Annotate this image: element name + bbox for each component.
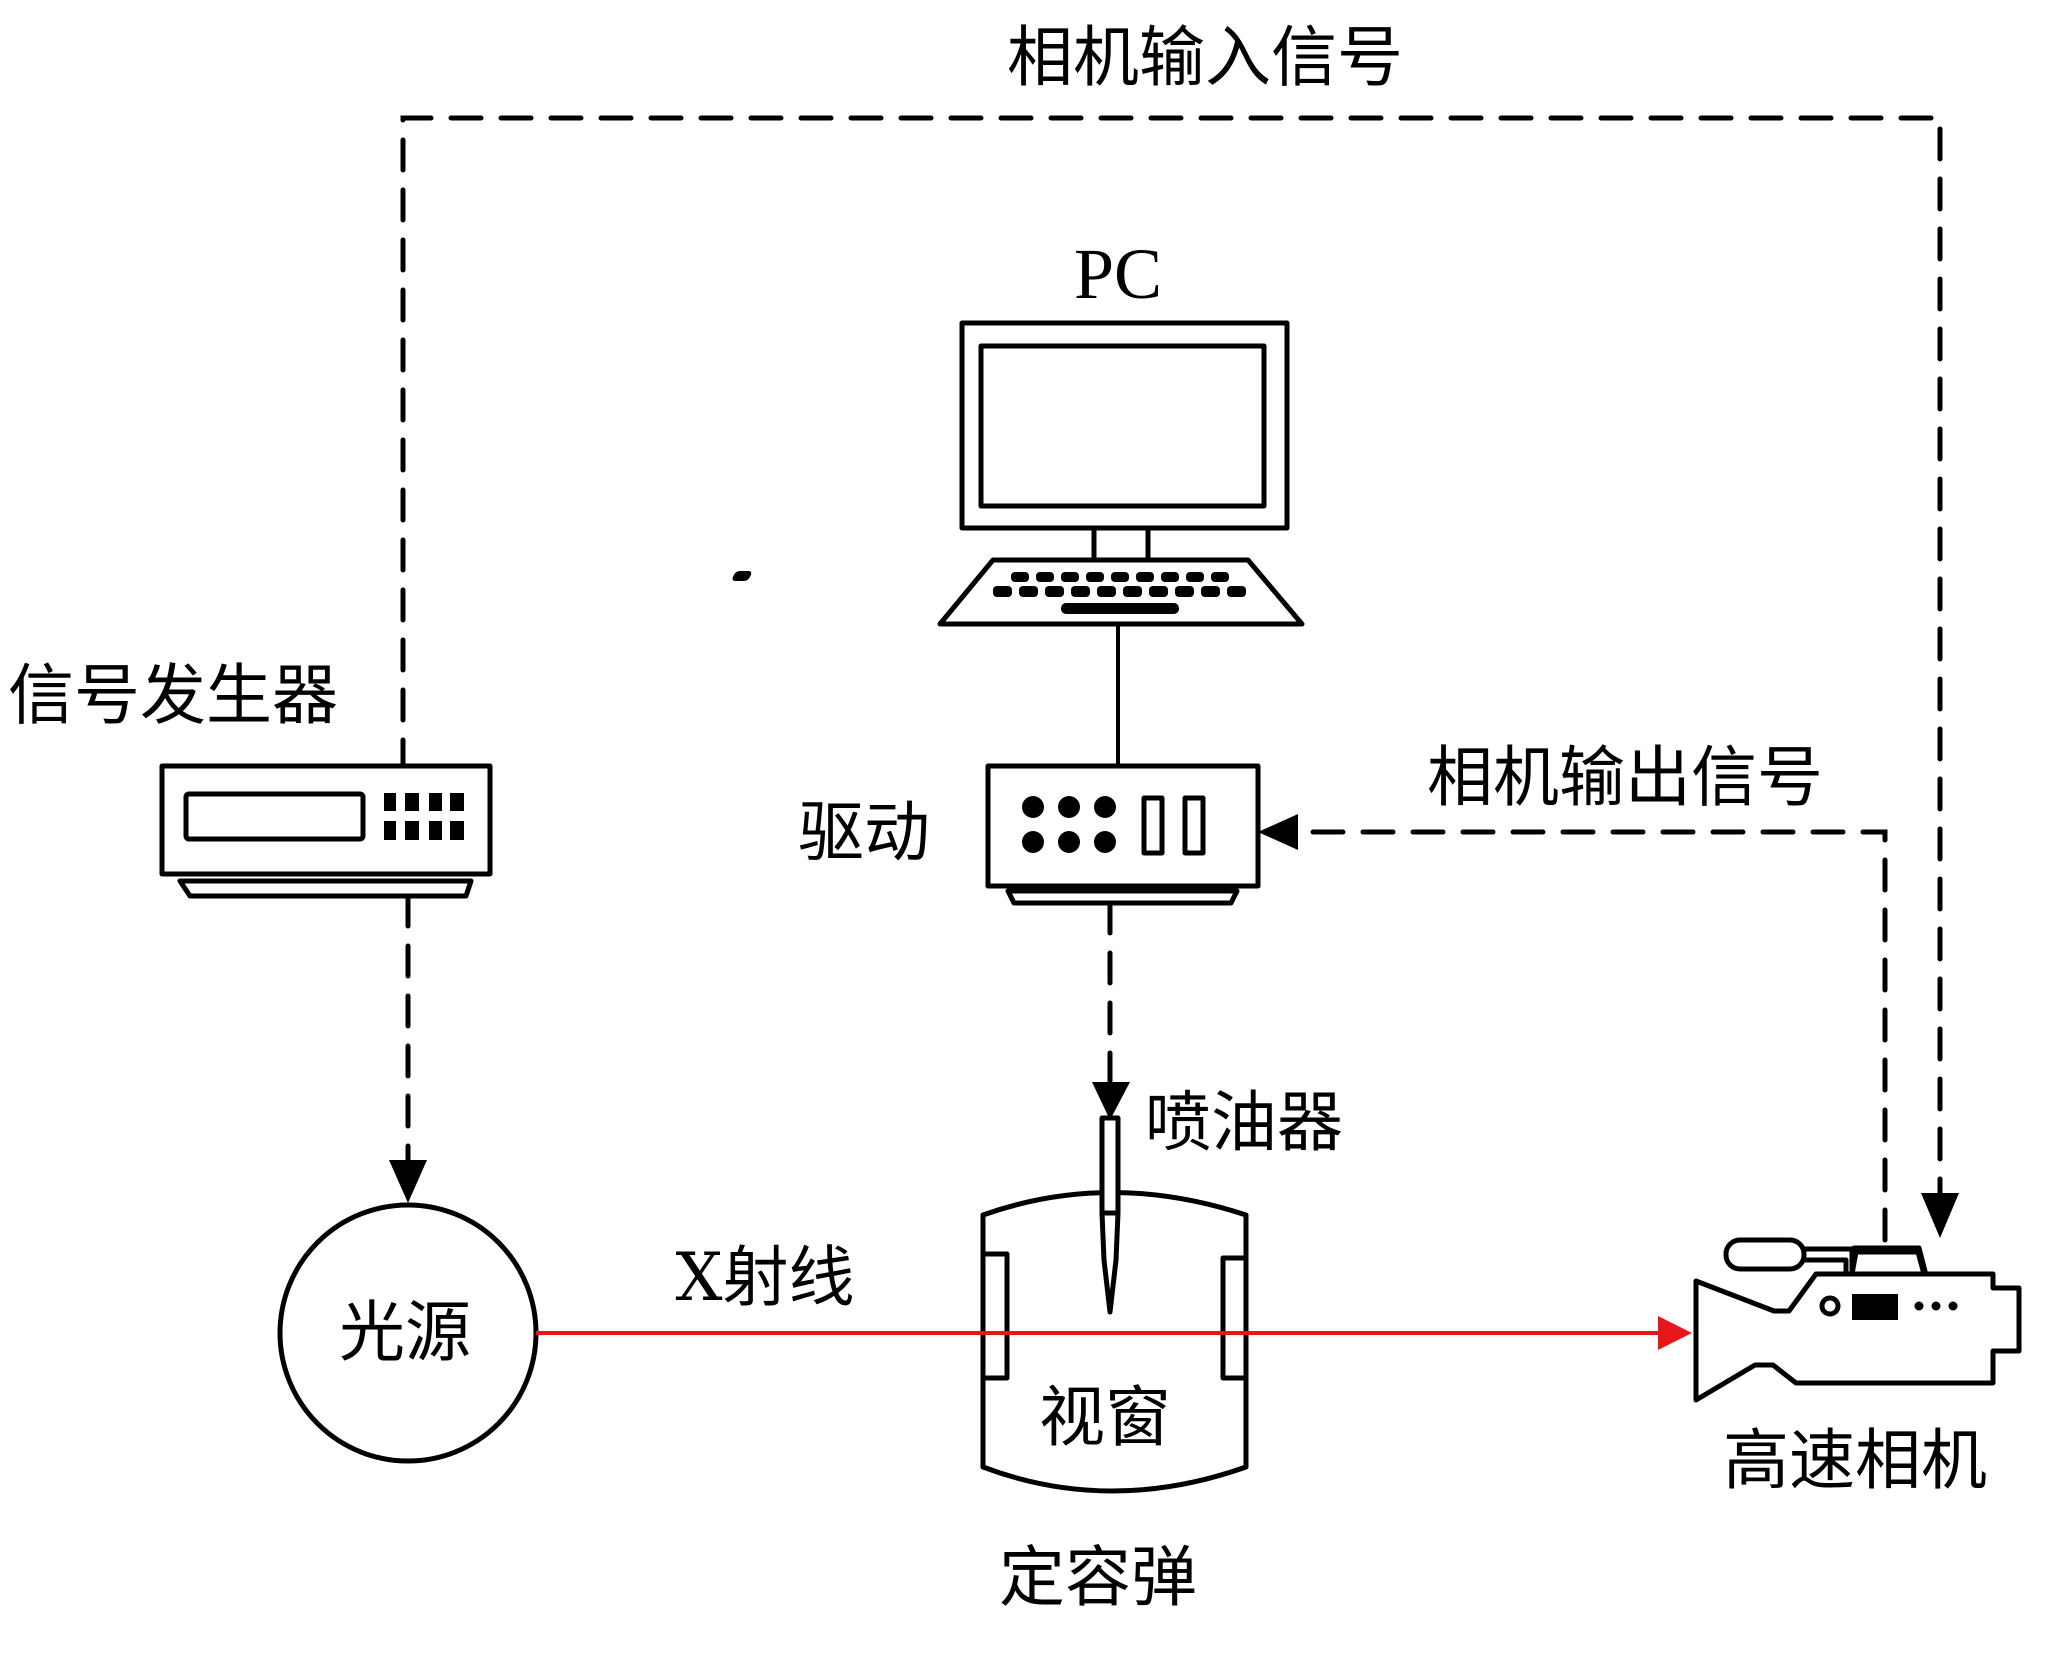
driver-box-icon xyxy=(985,763,1261,906)
window-left xyxy=(980,1251,1010,1381)
signal-generator-icon xyxy=(159,763,493,899)
chamber-node: 视窗 定容弹 xyxy=(980,1190,1249,1616)
window-right xyxy=(1220,1255,1249,1381)
injector-needle-icon xyxy=(1099,1115,1121,1315)
pc-label: PC xyxy=(1074,234,1162,314)
desktop-computer-icon xyxy=(732,320,1305,627)
window-label: 视窗 xyxy=(1039,1379,1171,1456)
driver-node: 驱动 xyxy=(798,763,1261,906)
arrowhead-down-icon xyxy=(389,1160,427,1203)
arrowhead-left-icon xyxy=(1258,814,1298,850)
driver-label: 驱动 xyxy=(798,794,930,871)
camera-output-signal-line xyxy=(1297,829,1888,1243)
pc-node: PC xyxy=(732,234,1305,627)
edge-camera-output-signal: 相机输出信号 xyxy=(1258,739,1888,1243)
chamber-label: 定容弹 xyxy=(999,1539,1197,1616)
camera-output-signal-label: 相机输出信号 xyxy=(1427,739,1823,816)
arrowhead-down-icon xyxy=(1921,1193,1959,1238)
camera-input-signal-label: 相机输入信号 xyxy=(1007,19,1403,96)
signal-generator-node: 信号发生器 xyxy=(8,657,493,899)
light-source-node: 光源 xyxy=(277,1202,539,1464)
xray-label: X射线 xyxy=(676,1239,855,1316)
edge-camera-input-signal: 相机输入信号 xyxy=(400,19,1959,1238)
arrowhead-down-icon xyxy=(1092,1082,1130,1120)
edge-gen-light xyxy=(389,893,427,1203)
camera-node: 高速相机 xyxy=(1693,1237,2022,1499)
injector-label: 喷油器 xyxy=(1145,1084,1343,1161)
keyboard-keys xyxy=(993,572,1246,614)
edge-driver-injector xyxy=(1092,900,1130,1120)
arrowhead-right-icon xyxy=(1658,1316,1692,1350)
light-source-label: 光源 xyxy=(339,1294,471,1371)
edge-xray: X射线 xyxy=(536,1239,1692,1350)
signal-generator-label: 信号发生器 xyxy=(8,657,338,734)
video-camera-icon xyxy=(1693,1237,2022,1403)
constant-volume-chamber-icon xyxy=(980,1190,1249,1494)
camera-input-signal-line xyxy=(400,115,1943,1198)
camera-label: 高速相机 xyxy=(1723,1422,1987,1499)
injector-node: 喷油器 xyxy=(1099,1084,1343,1315)
